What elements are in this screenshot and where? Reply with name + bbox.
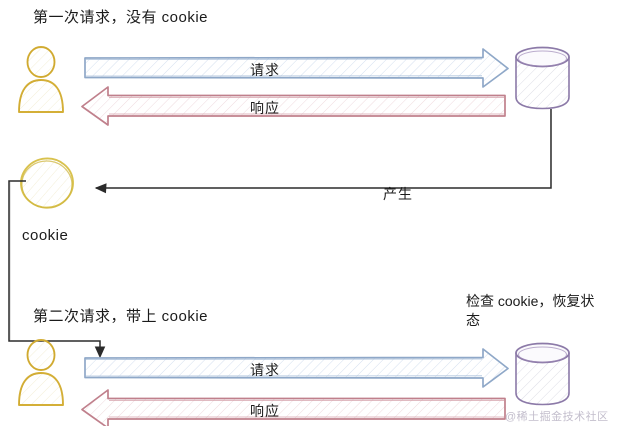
server-icon-first <box>515 46 570 110</box>
watermark: @稀土掘金技术社区 <box>505 411 609 423</box>
second-request-title: 第二次请求，带上 cookie <box>33 308 209 325</box>
cookie-label: cookie <box>22 227 69 244</box>
request-label-first: 请求 <box>250 62 280 78</box>
request-arrow-first <box>84 48 509 88</box>
first-request-title: 第一次请求，没有 cookie <box>33 9 209 26</box>
response-arrow-first <box>81 86 506 126</box>
response-label-first: 响应 <box>250 100 280 116</box>
cookie-icon <box>20 157 74 209</box>
request-arrow-second <box>84 348 509 388</box>
server-icon-second <box>515 342 570 406</box>
produce-connector <box>94 109 552 194</box>
response-label-second: 响应 <box>250 403 280 419</box>
user-icon-second <box>18 339 64 406</box>
cookie-to-second-request-connector <box>8 180 106 359</box>
response-arrow-second <box>81 389 506 426</box>
server-check-note: 检查 cookie，恢复状态 <box>466 293 595 328</box>
user-icon-first <box>18 46 64 113</box>
produce-label: 产生 <box>383 186 413 202</box>
request-label-second: 请求 <box>250 362 280 378</box>
